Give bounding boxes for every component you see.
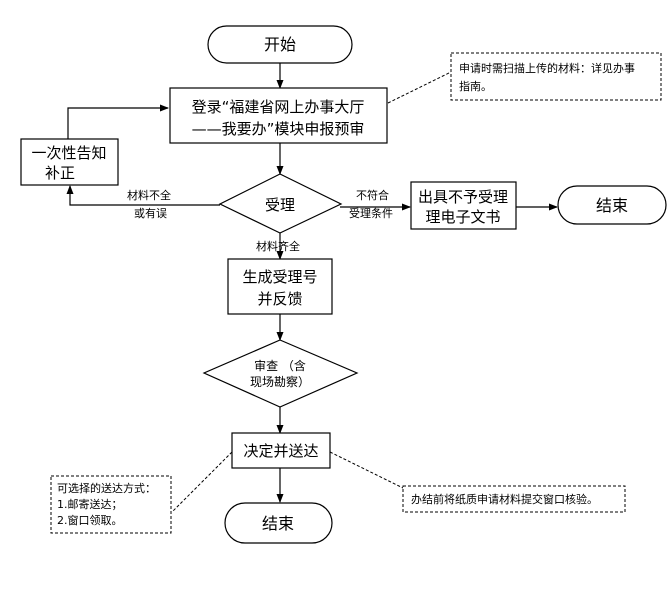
node-accept: 受理 bbox=[218, 173, 343, 234]
node-login-label-line2: ——我要办”模块申报预审 bbox=[192, 120, 365, 138]
node-end-right: 结束 bbox=[557, 185, 667, 225]
edge-accept-to-notify bbox=[66, 185, 220, 206]
node-end-bottom-label: 结束 bbox=[262, 514, 294, 533]
note-upload-line2: 指南。 bbox=[459, 79, 492, 93]
node-review-label-line2: 现场勘察） bbox=[250, 375, 310, 389]
note-delivery-line3: 2.窗口领取。 bbox=[57, 513, 123, 527]
node-decide: 决定并送达 bbox=[231, 432, 331, 469]
connectors bbox=[66, 63, 558, 503]
leader-upload-note bbox=[387, 71, 452, 104]
note-paper: 办结前将纸质申请材料提交窗口核验。 bbox=[402, 485, 626, 513]
node-login: 登录“福建省网上办事大厅 ——我要办”模块申报预审 bbox=[169, 87, 388, 144]
node-decide-label: 决定并送达 bbox=[243, 442, 318, 460]
node-notify-label-line1: 一次性告知 bbox=[31, 144, 106, 162]
note-delivery-line2: 1.邮寄送达； bbox=[57, 497, 123, 511]
node-reject-label-line1: 出具不予受理 bbox=[418, 188, 508, 206]
node-generate: 生成受理号 并反馈 bbox=[227, 258, 333, 315]
leader-paper-note bbox=[329, 451, 404, 489]
note-paper-text: 办结前将纸质申请材料提交窗口核验。 bbox=[411, 492, 598, 506]
node-review: 审查 （含 现场勘察） bbox=[202, 339, 359, 408]
node-accept-label: 受理 bbox=[265, 196, 295, 214]
node-start: 开始 bbox=[207, 25, 353, 64]
leader-delivery-note bbox=[171, 451, 233, 513]
node-generate-label-line1: 生成受理号 bbox=[242, 268, 317, 286]
node-notify-label-line2: 补正 bbox=[45, 164, 75, 182]
edge-label-noncompliant-line1: 不符合 bbox=[356, 188, 389, 202]
edge-label-noncompliant-line2: 受理条件 bbox=[349, 206, 393, 220]
callout-leaders bbox=[171, 71, 452, 513]
note-upload: 申请时需扫描上传的材料：详见办事 指南。 bbox=[450, 52, 662, 101]
edge-label-incomplete-line1: 材料不全 bbox=[127, 188, 171, 202]
node-end-right-label: 结束 bbox=[596, 196, 628, 215]
node-generate-label-line2: 并反馈 bbox=[257, 290, 302, 308]
node-reject: 出具不予受理 理电子文书 bbox=[410, 181, 517, 230]
note-delivery: 可选择的送达方式： 1.邮寄送达； 2.窗口领取。 bbox=[50, 475, 172, 534]
node-start-label: 开始 bbox=[264, 35, 296, 54]
node-notify: 一次性告知 补正 bbox=[20, 138, 119, 186]
note-upload-line1: 申请时需扫描上传的材料：详见办事 bbox=[459, 61, 635, 75]
node-reject-label-line2: 理电子文书 bbox=[425, 208, 500, 226]
node-end-bottom: 结束 bbox=[224, 502, 333, 544]
node-login-label-line1: 登录“福建省网上办事大厅 bbox=[192, 98, 365, 116]
edge-label-complete: 材料齐全 bbox=[256, 239, 300, 253]
edge-label-incomplete-line2: 或有误 bbox=[134, 206, 167, 220]
node-review-label-line1: 审查 （含 bbox=[254, 358, 306, 373]
note-delivery-line1: 可选择的送达方式： bbox=[57, 481, 156, 495]
edge-notify-to-login bbox=[67, 104, 169, 139]
